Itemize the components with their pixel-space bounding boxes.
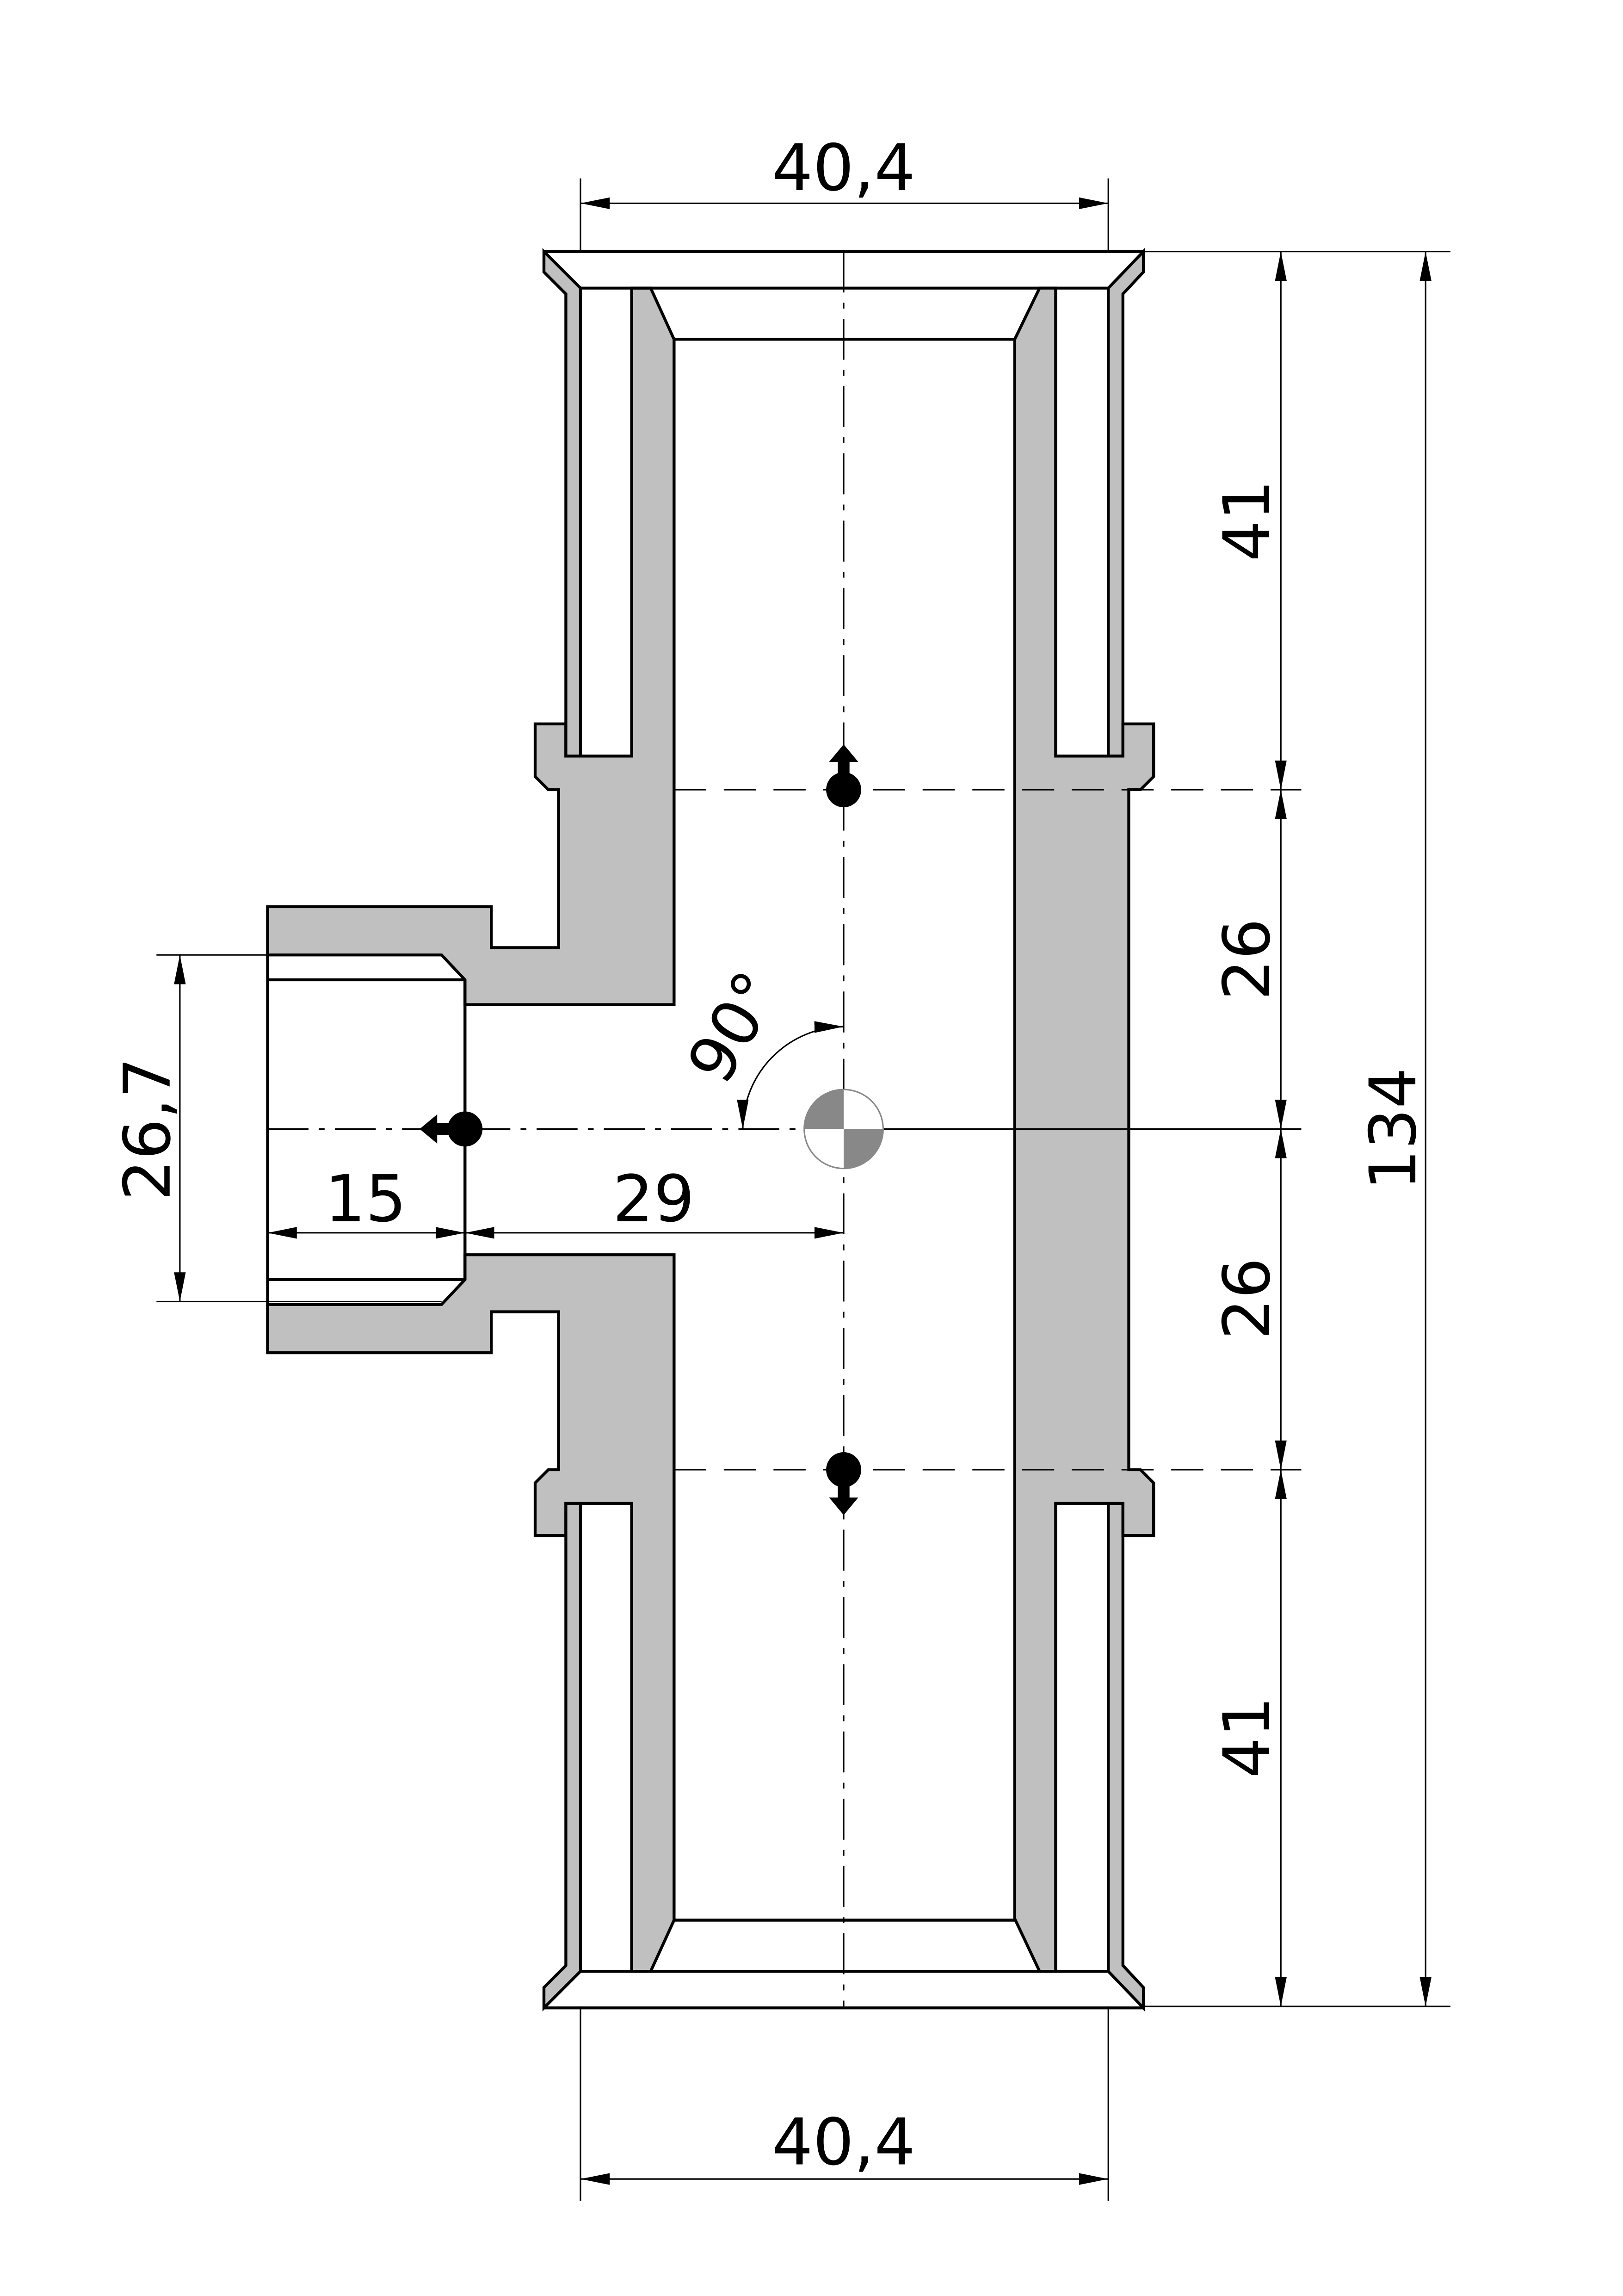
upper-half: [266, 248, 1145, 1006]
right-body-section: [1013, 286, 1155, 1973]
dimension-lines: [174, 197, 1432, 2185]
datum-marker-up-icon: [826, 744, 861, 807]
center-mark-icon: [803, 1089, 884, 1170]
extension-lines: [156, 178, 1450, 2201]
dim-top-width: 40,4: [772, 130, 915, 205]
dim-upper-length: 41: [1210, 480, 1284, 562]
dim-bottom-width: 40,4: [772, 2104, 915, 2179]
left-lower-sleeve: [542, 1502, 582, 2011]
datum-marker-left-icon: [420, 1111, 483, 1147]
right-lower-sleeve: [1107, 1502, 1145, 2012]
right-upper-sleeve: [1107, 248, 1145, 758]
dim-angle: 90°: [673, 959, 795, 1095]
dim-total-length: 134: [1356, 1068, 1431, 1190]
dim-branch-offset: 29: [613, 1162, 695, 1237]
dim-lower-length: 41: [1210, 1696, 1284, 1778]
left-upper-body-section: [266, 286, 676, 1006]
dim-lower-mid: 26: [1210, 1258, 1284, 1340]
dim-branch-depth: 15: [325, 1162, 407, 1237]
lower-half: [266, 1253, 1145, 2012]
datum-marker-down-icon: [826, 1452, 861, 1515]
left-lower-body-section: [266, 1253, 676, 1973]
dim-branch-diameter: 26,7: [110, 1058, 185, 1201]
dim-upper-mid: 26: [1210, 918, 1284, 1000]
left-upper-sleeve: [542, 248, 582, 758]
